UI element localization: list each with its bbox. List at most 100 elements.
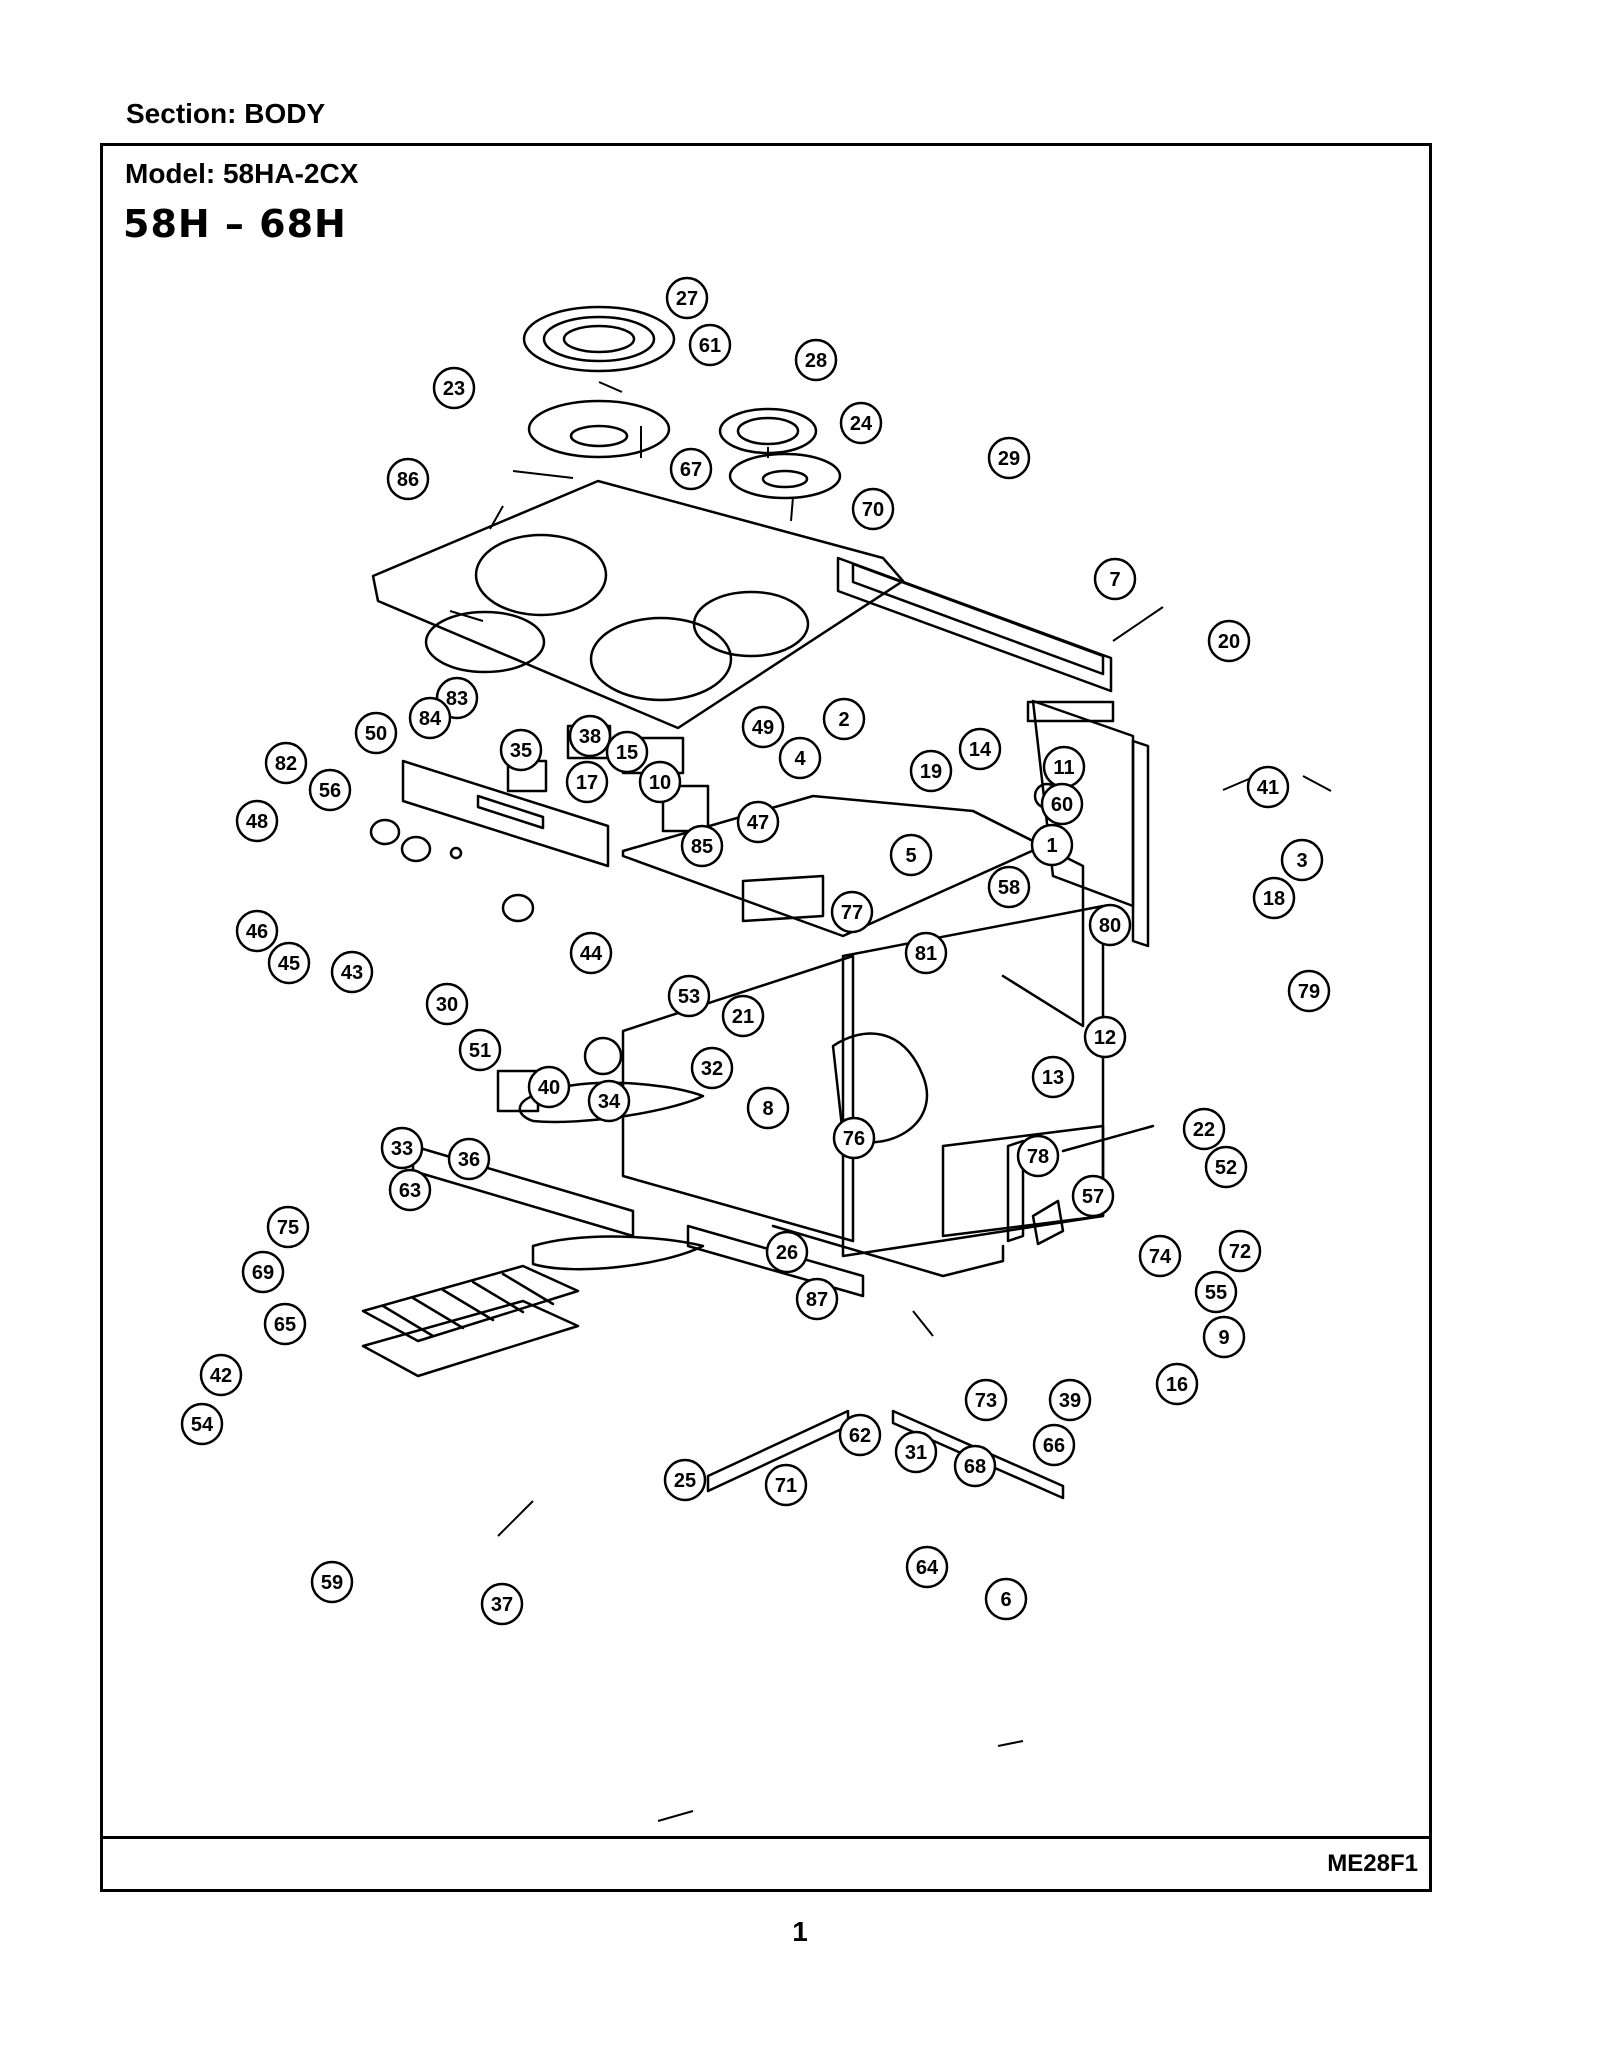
callout-56: 56 [308,768,352,812]
callout-number: 5 [905,845,916,867]
callout-9: 9 [1202,1315,1246,1359]
callout-33: 33 [380,1126,424,1170]
callout-41: 41 [1246,765,1290,809]
callout-number: 21 [732,1006,754,1028]
callout-circle [822,697,866,741]
callout-number: 73 [975,1390,997,1412]
callout-number: 24 [850,413,873,435]
callout-81: 81 [904,931,948,975]
callout-number: 31 [905,1442,927,1464]
callout-circle [1083,1015,1127,1059]
callout-number: 62 [849,1425,871,1447]
callout-circle [199,1353,243,1397]
callout-number: 13 [1042,1067,1064,1089]
callout-circle [987,865,1031,909]
callout-number: 58 [998,877,1020,899]
callout-circle [764,1463,808,1507]
callout-80: 80 [1088,903,1132,947]
callout-circle [851,487,895,531]
callout-number: 67 [680,459,702,481]
oven-lamp-housing [583,1036,623,1076]
cooktop-opening [692,590,810,658]
callout-7: 7 [1093,557,1137,601]
callout-number: 18 [1263,888,1285,910]
callout-circle [1287,969,1331,1013]
callout-39: 39 [1048,1378,1092,1422]
callout-circle [663,1458,707,1502]
callout-number: 9 [1218,1327,1229,1349]
callout-circle [241,1250,285,1294]
callout-circle [565,760,609,804]
callout-10: 10 [638,760,682,804]
callout-47: 47 [736,800,780,844]
callout-circle [688,323,732,367]
callout-circle [1031,1055,1075,1099]
callout-50: 50 [354,711,398,755]
drawer-rail [891,1409,1065,1500]
callout-20: 20 [1207,619,1251,663]
callout-61: 61 [688,323,732,367]
callout-number: 63 [399,1180,421,1202]
callout-circle [267,941,311,985]
page-number: 1 [792,1916,808,1947]
surface-element-small [718,407,818,455]
callout-49: 49 [741,705,785,749]
callout-circle [235,799,279,843]
callout-16: 16 [1155,1362,1199,1406]
callout-circle [905,1545,949,1589]
control-knob [369,818,401,846]
callout-number: 84 [419,708,442,730]
callout-number: 36 [458,1149,480,1171]
callout-3: 3 [1280,838,1324,882]
callout-21: 21 [721,994,765,1038]
callout-35: 35 [499,728,543,772]
callout-31: 31 [894,1430,938,1474]
callout-number: 1 [1046,835,1057,857]
callout-59: 59 [310,1560,354,1604]
callout-28: 28 [794,338,838,382]
callout-number: 85 [691,836,713,858]
callout-5: 5 [889,833,933,877]
diagram-frame [100,143,1432,1892]
callout-19: 19 [909,749,953,793]
callout-number: 32 [701,1058,723,1080]
callout-circle [1040,782,1084,826]
callout-53: 53 [667,974,711,1018]
callout-number: 79 [1298,981,1320,1003]
callout-number: 12 [1094,1027,1116,1049]
callout-circle [984,1577,1028,1621]
callout-74: 74 [1138,1234,1182,1278]
back-guard [851,562,1105,676]
callout-number: 40 [538,1077,560,1099]
callout-circle [1202,1315,1246,1359]
callout-11: 11 [1042,745,1086,789]
callout-number: 54 [191,1414,214,1436]
heat-shield [741,874,825,923]
callout-2: 2 [822,697,866,741]
callout-number: 82 [275,753,297,775]
callout-number: 42 [210,1365,232,1387]
callout-85: 85 [680,824,724,868]
callout-circle [499,728,543,772]
callout-number: 15 [616,742,638,764]
callout-circle [180,1402,224,1446]
callout-number: 65 [274,1314,296,1336]
control-panel [401,759,610,868]
drip-pan-large [527,399,671,459]
callout-37: 37 [480,1582,524,1626]
drip-pan-small [728,452,842,500]
callout-66: 66 [1032,1423,1076,1467]
callout-circle [264,741,308,785]
callout-44: 44 [569,931,613,975]
callout-13: 13 [1031,1055,1075,1099]
callout-number: 20 [1218,631,1240,653]
callout-22: 22 [1182,1107,1226,1151]
callout-circle [310,1560,354,1604]
callout-23: 23 [432,366,476,410]
callout-circle [741,705,785,749]
range-body-side [971,809,1085,1028]
callout-number: 70 [862,499,884,521]
callout-64: 64 [905,1545,949,1589]
callout-number: 37 [491,1594,513,1616]
